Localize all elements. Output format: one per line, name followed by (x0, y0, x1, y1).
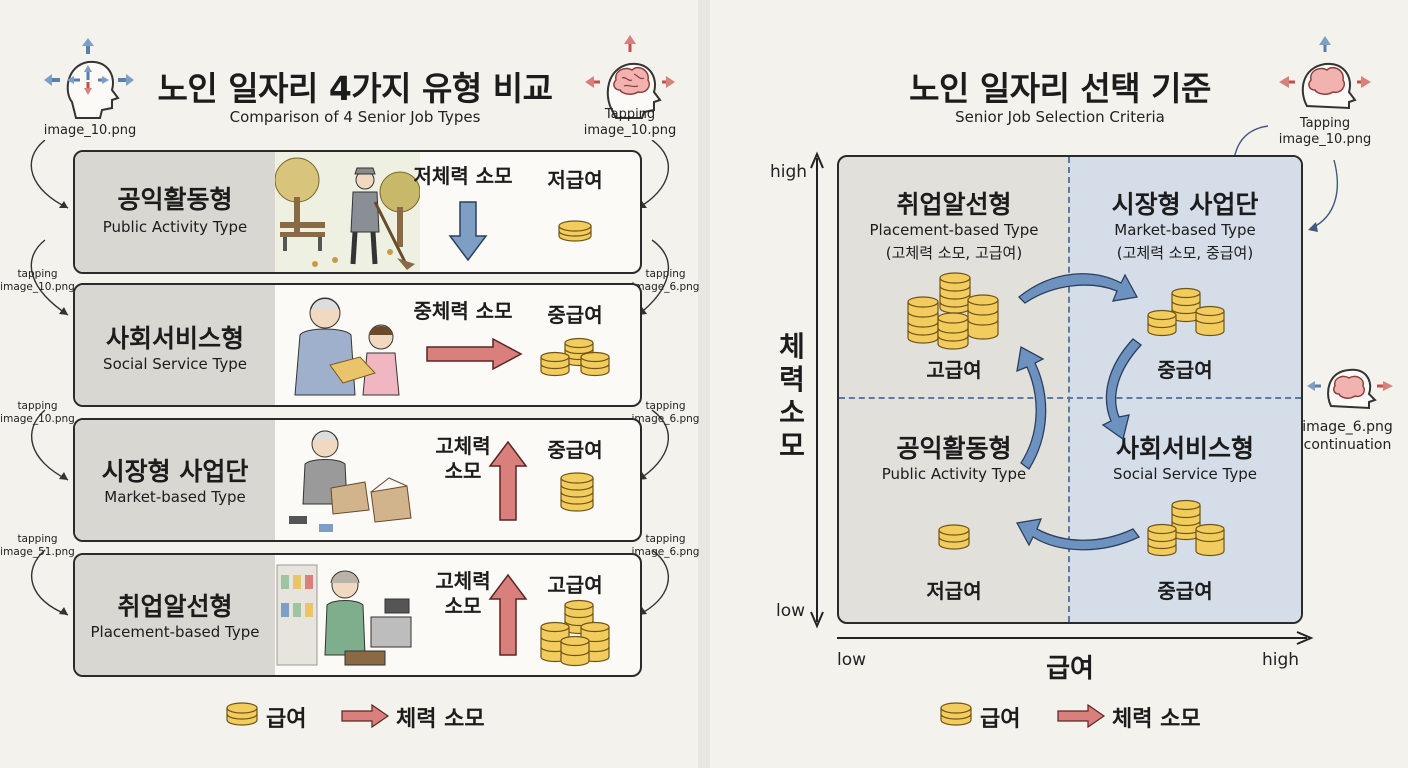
legend-coin-icon (940, 702, 972, 726)
effort-arrow-icon (426, 337, 523, 371)
job-type-name-en: Public Activity Type (102, 218, 248, 236)
coin-stack-icon (540, 599, 610, 667)
page-title: 노인 일자리 선택 기준 (909, 69, 1211, 108)
y-axis-label: 체력 소모 (779, 330, 805, 462)
quadrant-detail: (고체력 소모, 고급여) (885, 244, 1023, 262)
connector-caption-left-1: tapping image_10.png (0, 268, 75, 293)
brain-head-icon (1307, 368, 1393, 410)
connector-caption-left-2: tapping image_10.png (0, 400, 75, 425)
effort-label: 중체력 소모 (413, 299, 513, 323)
brain-head-icon (585, 35, 675, 119)
legend-pay-label: 급여 (980, 707, 1021, 732)
connector-caption-right-1: tapping image_6.png (631, 268, 700, 293)
corner-caption: Tapping image_10.png (1278, 116, 1372, 147)
legend-effort-label: 체력 소모 (396, 707, 485, 732)
quadrant-name-ko: 사회서비스형 (1115, 434, 1254, 463)
coin-stack-icon (1147, 499, 1225, 557)
pay-label: 중급여 (547, 303, 603, 327)
job-type-name-ko: 공익활동형 (117, 185, 233, 214)
corner-caption-left: image_10.png (43, 123, 137, 138)
head-directions-icon (44, 38, 134, 119)
quadrant-pay-label: 고급여 (926, 358, 982, 382)
effort-arrow-icon (488, 573, 528, 656)
vertical-divider (1068, 157, 1070, 622)
coin-stack-icon (907, 272, 999, 350)
reading-to-child-illustration (275, 285, 420, 405)
quadrant-pay-label: 중급여 (1157, 579, 1213, 603)
row-label-bg (75, 285, 275, 405)
legend-arrow-icon (341, 704, 390, 728)
cycle-arrow-icon (1018, 273, 1139, 304)
job-type-row: 시장형 사업단 Market-based Type 고체력 소모 중급여 (73, 418, 642, 542)
legend-effort-label: 체력 소모 (1112, 707, 1201, 732)
x-axis-low: low (837, 650, 867, 670)
coin-stack-icon (558, 220, 592, 242)
brain-head-icon (1279, 36, 1371, 110)
left-panel: image_10.png Tapping image_10.png 노인 일자리… (0, 0, 699, 768)
job-type-name-ko: 사회서비스형 (105, 324, 244, 353)
coin-stack-icon (1147, 287, 1225, 337)
horizontal-divider (839, 397, 1301, 399)
quadrant-name-en: Social Service Type (1113, 465, 1257, 483)
x-axis-label: 급여 (1046, 654, 1094, 684)
side-caption: image_6.png continuation (1302, 419, 1393, 453)
x-axis-high: high (1262, 650, 1300, 670)
job-type-name-en: Placement-based Type (90, 623, 260, 641)
quadrant-name-en: Public Activity Type (881, 465, 1027, 483)
effort-label: 저체력 소모 (413, 164, 513, 188)
quadrant-detail: (고체력 소모, 중급여) (1116, 244, 1254, 262)
job-type-row: 사회서비스형 Social Service Type 중체력 소모 중급여 (73, 283, 642, 407)
connector-lines (30, 140, 669, 616)
job-type-name-en: Social Service Type (103, 355, 247, 373)
effort-label: 고체력 소모 (435, 569, 491, 618)
quadrant-name-ko: 시장형 사업단 (1111, 190, 1259, 219)
quadrant-name-en: Market-based Type (1114, 221, 1256, 239)
cycle-arrow-icon (1101, 338, 1142, 441)
page-subtitle: Comparison of 4 Senior Job Types (229, 108, 481, 126)
pay-label: 중급여 (547, 438, 603, 462)
axes (810, 151, 1314, 645)
job-type-name-ko: 시장형 사업단 (101, 457, 249, 486)
page-title: 노인 일자리 4가지 유형 비교 (157, 69, 553, 108)
right-panel: 노인 일자리 선택 기준 Senior Job Selection Criter… (710, 0, 1408, 768)
quadrant-pay-label: 저급여 (926, 579, 982, 603)
coin-stack-icon (938, 524, 970, 550)
quadrant-name-ko: 취업알선형 (896, 190, 1012, 219)
row-label-bg (75, 152, 275, 272)
coin-stack-icon (540, 337, 610, 377)
park-cleaning-illustration (275, 152, 420, 272)
effort-arrow-icon (448, 201, 488, 262)
page-subtitle: Senior Job Selection Criteria (955, 108, 1165, 126)
cycle-arrows (1015, 273, 1142, 551)
effort-arrow-icon (488, 440, 528, 521)
row-label-bg (75, 555, 275, 675)
y-axis-high: high (770, 162, 808, 182)
quadrant-chart: 취업알선형 Placement-based Type (고체력 소모, 고급여)… (837, 155, 1303, 624)
corner-caption-right: Tapping image_10.png (583, 107, 677, 138)
job-type-name-ko: 취업알선형 (117, 592, 233, 621)
job-type-row: 공익활동형 Public Activity Type 저체력 소모 저급여 (73, 150, 642, 274)
connector-caption-left-3: tapping image_51.png (0, 533, 75, 558)
connector-caption-right-2: tapping image_6.png (631, 400, 700, 425)
pay-label: 저급여 (547, 168, 603, 192)
legend-coin-icon (226, 702, 258, 726)
job-type-row: 취업알선형 Placement-based Type 고체력 소모 고급여 (73, 553, 642, 677)
packing-boxes-illustration (275, 420, 420, 540)
row-label-bg (75, 420, 275, 540)
job-type-name-en: Market-based Type (104, 488, 246, 506)
coin-stack-icon (560, 472, 594, 512)
connector-caption-right-3: tapping image_6.png (631, 533, 700, 558)
cycle-arrow-icon (1015, 518, 1140, 551)
cycle-arrow-icon (1016, 345, 1047, 470)
legend-pay-label: 급여 (266, 707, 307, 732)
quadrant-pay-label: 중급여 (1157, 358, 1213, 382)
effort-label: 고체력 소모 (435, 434, 491, 483)
y-axis-low: low (776, 601, 806, 621)
pay-label: 고급여 (547, 573, 603, 597)
quadrant-name-ko: 공익활동형 (896, 434, 1012, 463)
quadrant-name-en: Placement-based Type (869, 221, 1039, 239)
store-cashier-illustration (275, 555, 420, 675)
legend-arrow-icon (1057, 704, 1106, 728)
